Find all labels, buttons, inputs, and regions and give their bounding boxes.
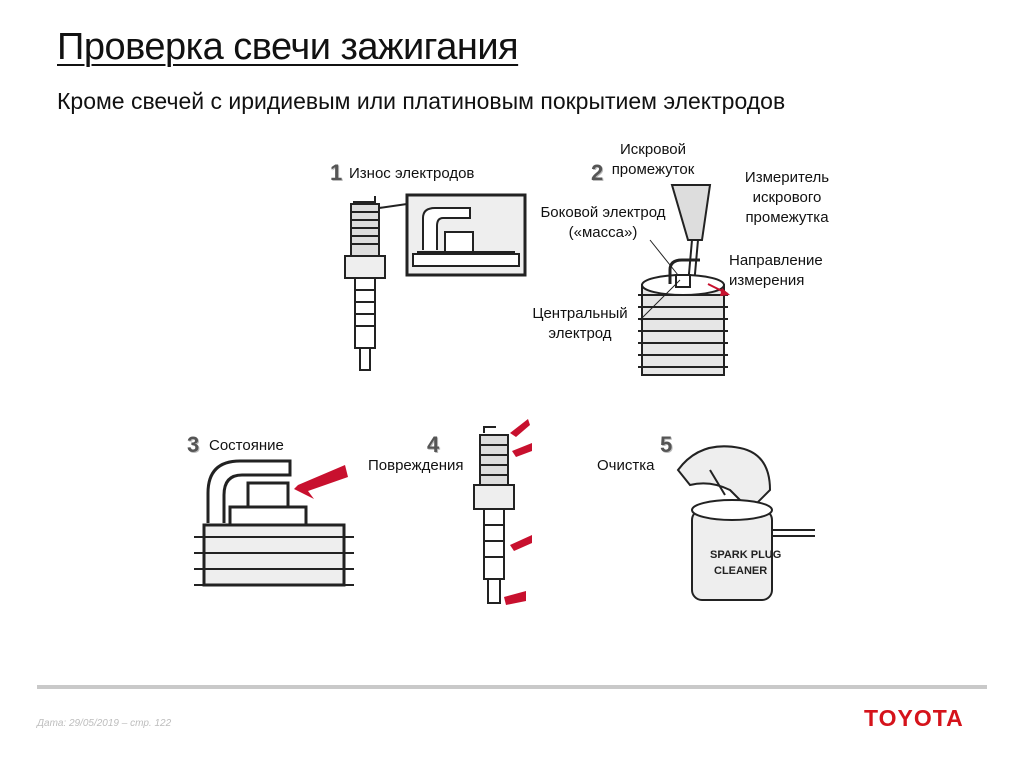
step-1-label: Износ электродов xyxy=(349,165,475,182)
plug-cleaner-illustration: SPARK PLUG CLEANER xyxy=(676,445,815,601)
spark-plug-condition-illustration xyxy=(194,459,354,587)
step-3-number: 3 xyxy=(187,432,200,457)
page-title: Проверка свечи зажигания xyxy=(57,26,519,68)
cleaner-label-line-2: CLEANER xyxy=(714,565,767,577)
page-subtitle: Кроме свечей с иридиевым или платиновым … xyxy=(57,88,786,114)
cleaner-label-line-1: SPARK PLUG xyxy=(710,549,781,561)
step-5-label: Очистка xyxy=(597,457,655,474)
gap-measurement-illustration xyxy=(638,184,730,376)
side-electrode-label: Боковой электрод(«масса») xyxy=(540,204,666,241)
footer-date-page: Дата: 29/05/2019 – стр. 122 xyxy=(37,718,172,729)
step-5-number: 5 xyxy=(660,432,673,457)
step-4-number: 4 xyxy=(427,432,440,457)
step-4-label: Повреждения xyxy=(368,457,464,474)
footer-divider xyxy=(37,685,987,689)
spark-plug-damage-illustration xyxy=(473,419,532,605)
step-3-label: Состояние xyxy=(209,437,284,454)
spark-plug-wear-illustration xyxy=(344,193,527,371)
step-2-number: 2 xyxy=(591,160,604,185)
toyota-logo: TOYOTA xyxy=(864,705,964,731)
step-1-number: 1 xyxy=(330,160,343,185)
